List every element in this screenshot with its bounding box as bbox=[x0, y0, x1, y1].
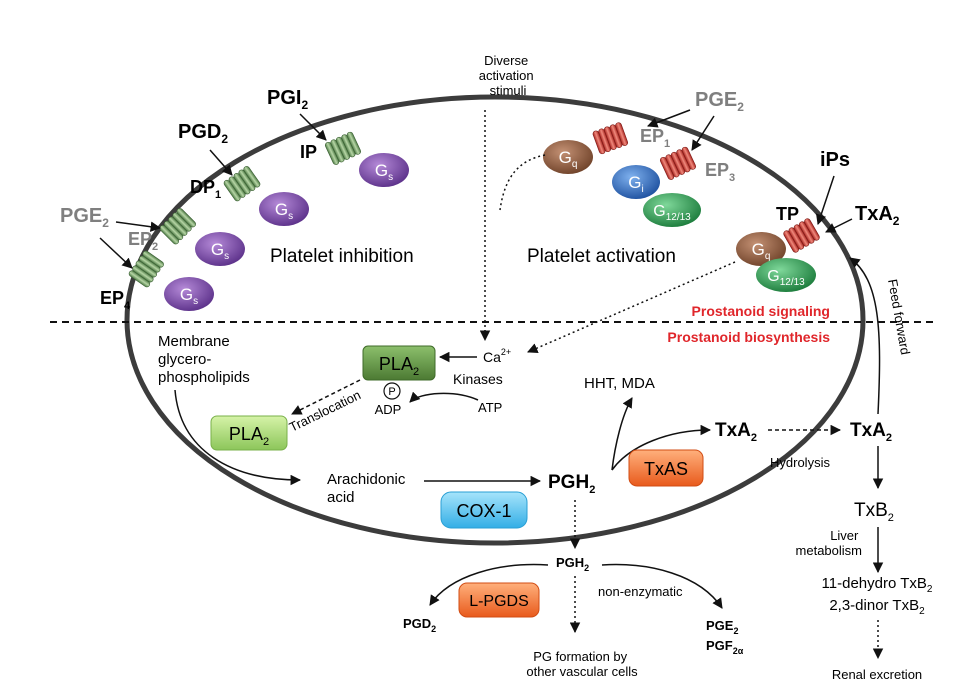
phosphate-label: P bbox=[388, 386, 395, 398]
g1213-label-tp: G12/13 bbox=[767, 268, 805, 288]
ep1-receptor bbox=[591, 121, 629, 155]
hydrolysis-label: Hydrolysis bbox=[770, 455, 830, 470]
membrane-phospholipids-label: Membrane glycero- phospholipids bbox=[158, 333, 250, 386]
g1213-protein-ep3 bbox=[643, 193, 701, 227]
gs-label-dp1: Gs bbox=[275, 200, 293, 222]
prostanoid-signaling-label: Prostanoid signaling bbox=[692, 303, 830, 319]
gq-label-ep1: Gq bbox=[559, 148, 578, 170]
gs-label-ep2: Gs bbox=[211, 240, 229, 262]
ep2-receptor bbox=[158, 206, 198, 246]
arrow-pge2-ep1 bbox=[647, 109, 691, 128]
arrow-pgh2-hht bbox=[611, 397, 633, 471]
arrow-gq-stimuli bbox=[499, 154, 546, 211]
pgd2-product-label: PGD2 bbox=[403, 616, 436, 634]
dinor-txb2-label: 2,3-dinor TxB2 bbox=[829, 597, 925, 617]
pgf2a-product-label: PGF2α bbox=[706, 638, 744, 656]
pgd2-ligand: PGD2 bbox=[178, 121, 228, 146]
arrow-membrane-arachidonic bbox=[174, 389, 302, 486]
gq-label-tp: Gq bbox=[752, 240, 771, 262]
pge2-ligand-left: PGE2 bbox=[60, 205, 109, 230]
adp-label: ADP bbox=[375, 402, 402, 417]
dehydro-txb2-label: 11-dehydro TxB2 bbox=[822, 575, 933, 595]
pge2-ligand-right: PGE2 bbox=[695, 89, 744, 114]
pgh2-outside-label: PGH2 bbox=[556, 555, 589, 573]
gs-label-ep4: Gs bbox=[180, 285, 198, 307]
cox1-label: COX-1 bbox=[456, 501, 511, 521]
arrow-pgh2-pge2 bbox=[601, 563, 723, 609]
ep4-receptor-label: EP4 bbox=[100, 288, 131, 312]
arrow-pge2-ep3 bbox=[691, 115, 715, 151]
prostanoid-biosynthesis-label: Prostanoid biosynthesis bbox=[667, 329, 830, 345]
arrow-txa2-tp bbox=[825, 218, 853, 233]
gs-protein-dp1 bbox=[259, 192, 309, 226]
ep2-receptor-label: EP2 bbox=[128, 229, 158, 253]
pgi2-ligand: PGI2 bbox=[267, 87, 308, 112]
cox1-box bbox=[440, 491, 528, 529]
lpgds-label: L-PGDS bbox=[469, 593, 529, 610]
platelet-membrane bbox=[124, 94, 866, 546]
gq-protein-tp bbox=[736, 232, 786, 266]
pgh2-label: PGH2 bbox=[548, 472, 595, 496]
stimuli-label: Diverse activation stimuli bbox=[479, 53, 538, 98]
pla2-active-label: PLA2 bbox=[379, 354, 419, 378]
kinases-label: Kinases bbox=[453, 371, 503, 387]
hht-mda-label: HHT, MDA bbox=[584, 375, 655, 392]
atp-label: ATP bbox=[478, 400, 502, 415]
gs-label-ip: Gs bbox=[375, 161, 393, 183]
pg-formation-label: PG formation by other vascular cells bbox=[526, 649, 638, 679]
arrow-ips-tp bbox=[816, 175, 835, 225]
ep3-receptor-label: EP3 bbox=[705, 160, 735, 184]
renal-excretion-label: Renal excretion bbox=[832, 667, 922, 682]
translocation-label: Translocation bbox=[287, 387, 363, 434]
g1213-protein-tp bbox=[756, 258, 816, 292]
txa2-ligand-top: TxA2 bbox=[855, 203, 900, 228]
ip-receptor-label: IP bbox=[300, 142, 317, 162]
phosphate-circle bbox=[383, 382, 401, 400]
gs-protein-ip bbox=[359, 153, 409, 187]
ep3-receptor bbox=[659, 145, 697, 181]
feed-forward-label: Feed forward bbox=[885, 278, 913, 356]
txas-box bbox=[628, 449, 704, 487]
dp1-receptor-label: DP1 bbox=[190, 177, 221, 201]
arrow-pge2-ep2 bbox=[115, 221, 162, 232]
arrow-atp-adp bbox=[409, 391, 479, 403]
arrow-pgh2-pgd2 bbox=[429, 563, 549, 606]
platelet-inhibition-label: Platelet inhibition bbox=[270, 246, 414, 267]
tp-receptor-label: TP bbox=[776, 204, 799, 224]
lpgds-box bbox=[458, 582, 540, 618]
ep1-receptor-label: EP1 bbox=[640, 126, 670, 150]
gs-protein-ep2 bbox=[195, 232, 245, 266]
platelet-activation-label: Platelet activation bbox=[527, 246, 676, 267]
txb2-label: TxB2 bbox=[854, 500, 894, 524]
gq-protein-ep1 bbox=[543, 140, 593, 174]
gs-protein-ep4 bbox=[164, 277, 214, 311]
txa2-inside-label: TxA2 bbox=[715, 420, 757, 444]
ips-ligand: iPs bbox=[820, 149, 850, 171]
g1213-label-ep3: G12/13 bbox=[653, 203, 691, 223]
pge2-product-label: PGE2 bbox=[706, 618, 738, 636]
arrow-pgh2-txa2 bbox=[611, 424, 712, 471]
txas-label: TxAS bbox=[644, 459, 688, 479]
arrow-pge2-ep4 bbox=[99, 237, 133, 269]
liver-metabolism-label: Liver metabolism bbox=[796, 528, 862, 558]
gi-protein bbox=[612, 165, 660, 199]
gi-label: Gi bbox=[628, 173, 643, 195]
non-enzymatic-label: non-enzymatic bbox=[598, 584, 683, 599]
ca-label: Ca2+ bbox=[483, 347, 511, 365]
arrow-translocation bbox=[291, 379, 361, 415]
arrow-pgd2-dp1 bbox=[209, 149, 233, 176]
arrow-feed-forward bbox=[849, 257, 881, 415]
pla2-active-box bbox=[362, 345, 436, 381]
pla2-membrane-box bbox=[210, 415, 288, 451]
ip-receptor bbox=[324, 130, 362, 166]
txa2-outside-label: TxA2 bbox=[850, 420, 892, 444]
arrow-pgi2-ip bbox=[299, 113, 327, 141]
arachidonic-acid-label: Arachidonic acid bbox=[327, 471, 410, 506]
pla2-membrane-label: PLA2 bbox=[229, 424, 269, 448]
